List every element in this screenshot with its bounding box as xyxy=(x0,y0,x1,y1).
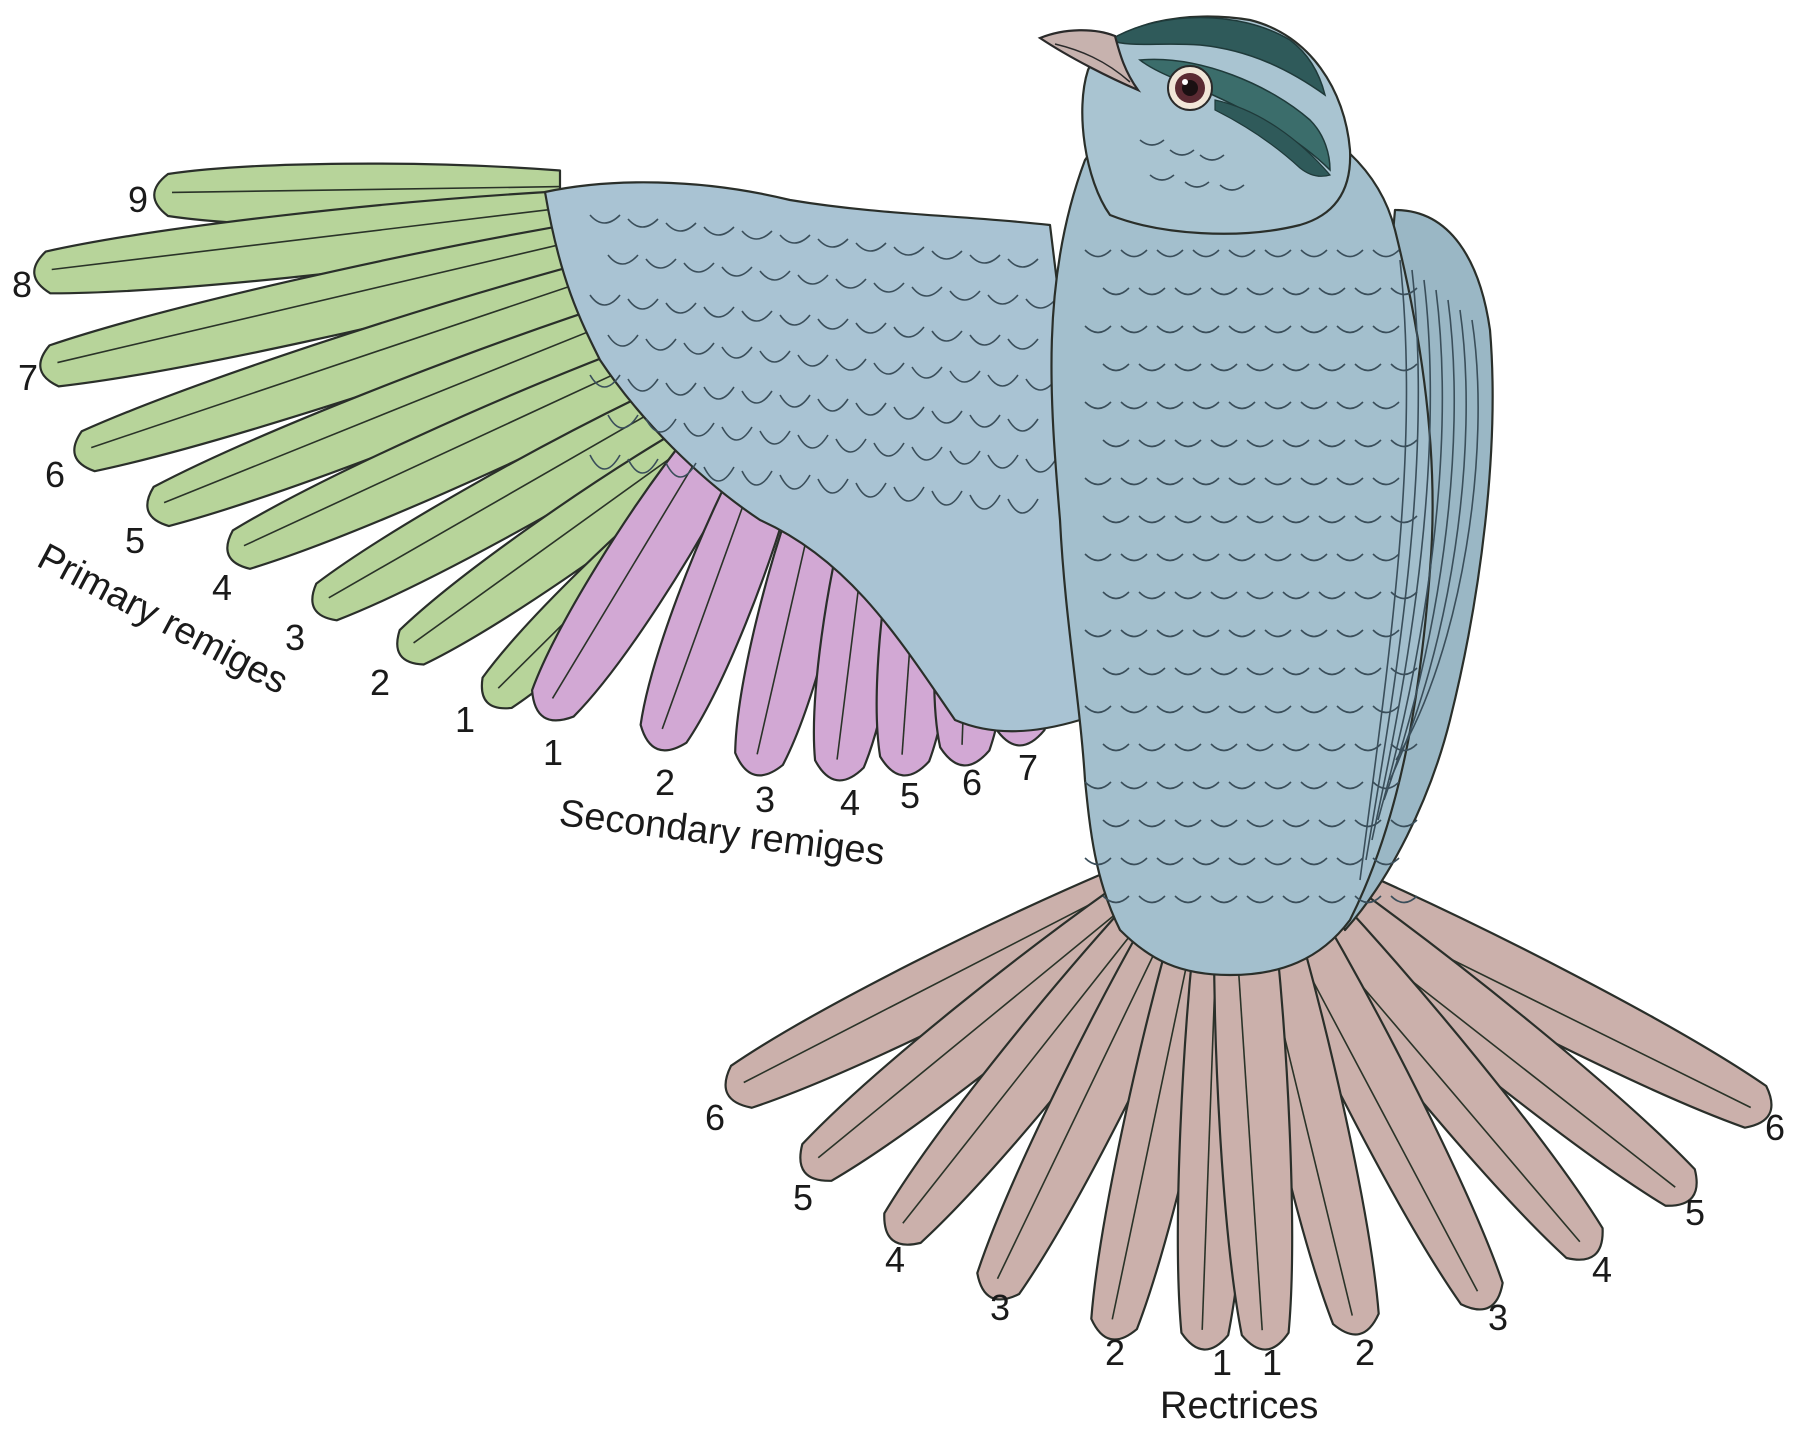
secondary-number: 3 xyxy=(755,779,775,820)
primary-number: 9 xyxy=(128,179,148,220)
secondary-number: 2 xyxy=(655,762,675,803)
primary-number: 8 xyxy=(12,264,32,305)
primary-number: 1 xyxy=(455,699,475,740)
secondary-number: 7 xyxy=(1018,747,1038,788)
primary-number: 3 xyxy=(285,617,305,658)
primary-number: 4 xyxy=(212,567,232,608)
secondary-remiges-title: Secondary remiges xyxy=(557,792,887,874)
rectrix-left-number: 4 xyxy=(885,1239,905,1280)
rectrix-right-number: 4 xyxy=(1592,1249,1612,1290)
rectrices-title: Rectrices xyxy=(1160,1385,1318,1427)
primary-number: 5 xyxy=(125,520,145,561)
rectrix-right-number: 5 xyxy=(1685,1192,1705,1233)
primary-number: 7 xyxy=(18,357,38,398)
rectrix-left-number: 6 xyxy=(705,1097,725,1138)
secondary-number: 1 xyxy=(543,732,563,773)
rectrix-left-number: 5 xyxy=(793,1177,813,1218)
primary-number: 6 xyxy=(45,454,65,495)
rectrix-left-number: 3 xyxy=(990,1287,1010,1328)
secondary-number: 4 xyxy=(840,782,860,823)
rectrix-right-number: 1 xyxy=(1262,1342,1282,1383)
primary-number: 2 xyxy=(370,662,390,703)
secondary-number: 5 xyxy=(900,775,920,816)
rectrix-right-number: 6 xyxy=(1765,1107,1785,1148)
rectrix-right-number: 2 xyxy=(1355,1332,1375,1373)
bird-body xyxy=(1051,104,1492,975)
rectrix-right-number: 3 xyxy=(1488,1297,1508,1338)
secondary-number: 6 xyxy=(962,762,982,803)
rectrix-left-number: 2 xyxy=(1105,1332,1125,1373)
rectrix-left-number: 1 xyxy=(1212,1342,1232,1383)
